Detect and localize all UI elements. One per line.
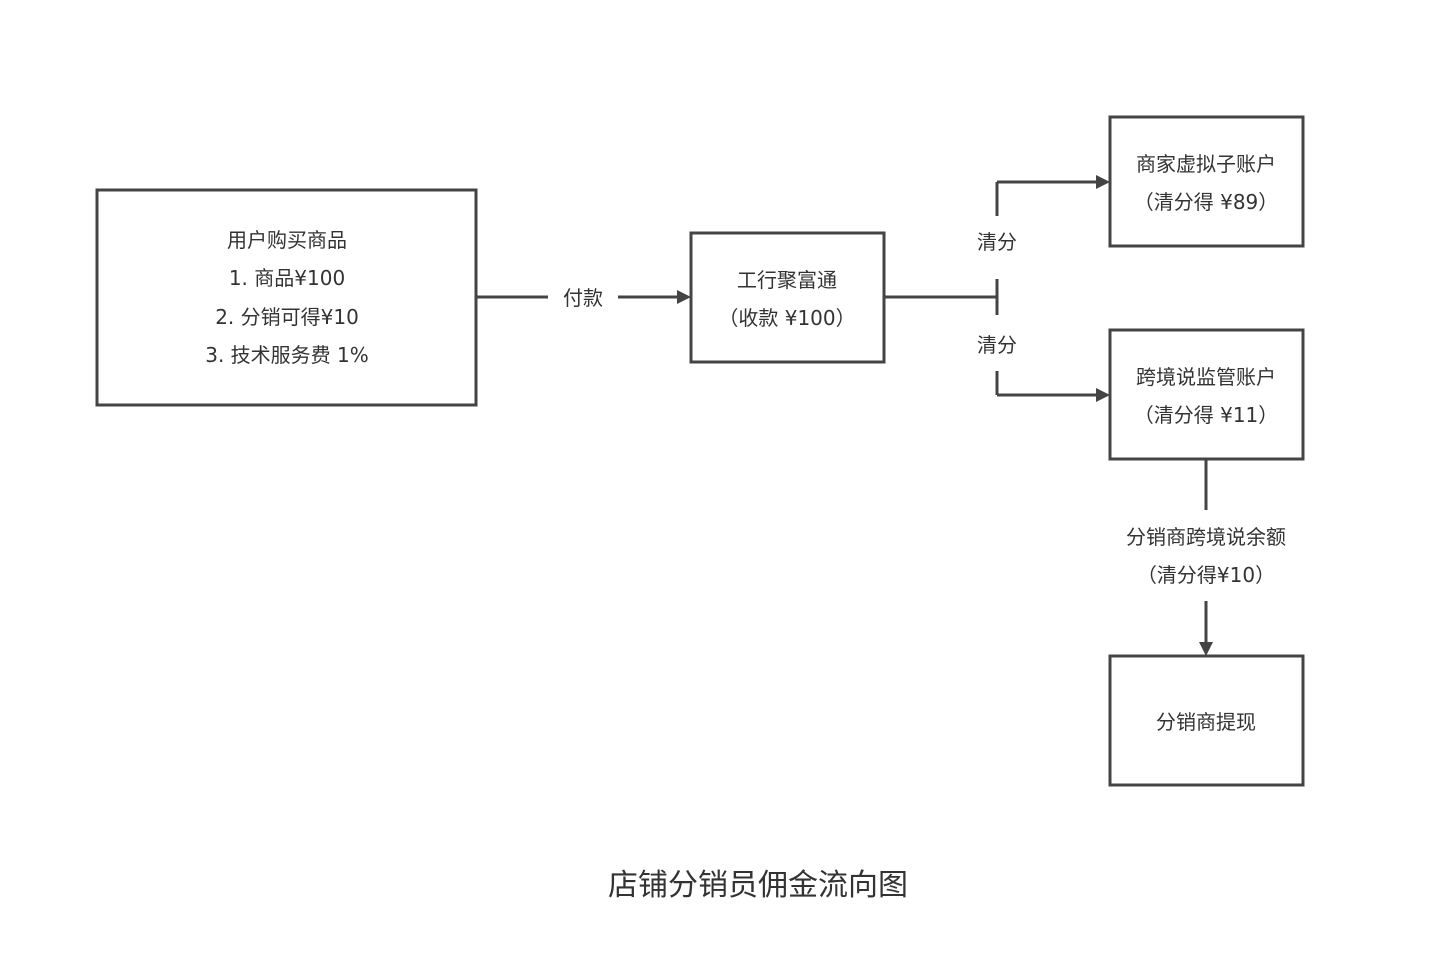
node-distributor-withdraw-line-1: 分销商提现 bbox=[1156, 710, 1256, 734]
edge-pay-arrowhead bbox=[677, 290, 691, 304]
node-merchant-account: 商家虚拟子账户 （清分得 ¥89） bbox=[1108, 115, 1305, 248]
node-user-purchase: 用户购买商品 1. 商品¥100 2. 分销可得¥10 3. 技术服务费 1% bbox=[95, 188, 478, 407]
edge-clearing-bottom-arrowhead bbox=[1096, 388, 1110, 402]
node-supervision-account: 跨境说监管账户 （清分得 ¥11） bbox=[1108, 328, 1305, 461]
edge-balance-label-line-2: （清分得¥10） bbox=[1137, 563, 1275, 587]
node-supervision-account-line-1: 跨境说监管账户 bbox=[1136, 365, 1276, 389]
node-user-purchase-line-2: 1. 商品¥100 bbox=[229, 266, 345, 290]
edge-clearing-top-label: 清分 bbox=[977, 230, 1017, 254]
edge-pay-label: 付款 bbox=[563, 286, 603, 310]
edge-balance-label-line-1: 分销商跨境说余额 bbox=[1126, 525, 1286, 549]
edge-pay: 付款 bbox=[476, 286, 691, 310]
node-supervision-account-line-2: （清分得 ¥11） bbox=[1134, 403, 1279, 427]
node-merchant-account-line-1: 商家虚拟子账户 bbox=[1136, 152, 1276, 176]
edge-clearing-split: 清分 清分 bbox=[884, 175, 1110, 402]
edge-clearing-bottom-label: 清分 bbox=[977, 333, 1017, 357]
node-icbc: 工行聚富通 （收款 ¥100） bbox=[689, 231, 886, 364]
node-distributor-withdraw: 分销商提现 bbox=[1108, 654, 1305, 787]
edge-balance: 分销商跨境说余额 （清分得¥10） bbox=[1126, 459, 1286, 656]
node-user-purchase-line-4: 3. 技术服务费 1% bbox=[205, 343, 369, 367]
node-merchant-account-line-2: （清分得 ¥89） bbox=[1134, 190, 1279, 214]
node-user-purchase-line-3: 2. 分销可得¥10 bbox=[215, 305, 359, 329]
node-user-purchase-line-1: 用户购买商品 bbox=[227, 228, 347, 252]
edge-clearing-top-arrowhead bbox=[1096, 175, 1110, 189]
node-icbc-line-2: （收款 ¥100） bbox=[718, 306, 855, 330]
edge-balance-arrowhead bbox=[1199, 642, 1213, 656]
diagram-title: 店铺分销员佣金流向图 bbox=[608, 868, 908, 903]
node-icbc-line-1: 工行聚富通 bbox=[737, 268, 837, 292]
